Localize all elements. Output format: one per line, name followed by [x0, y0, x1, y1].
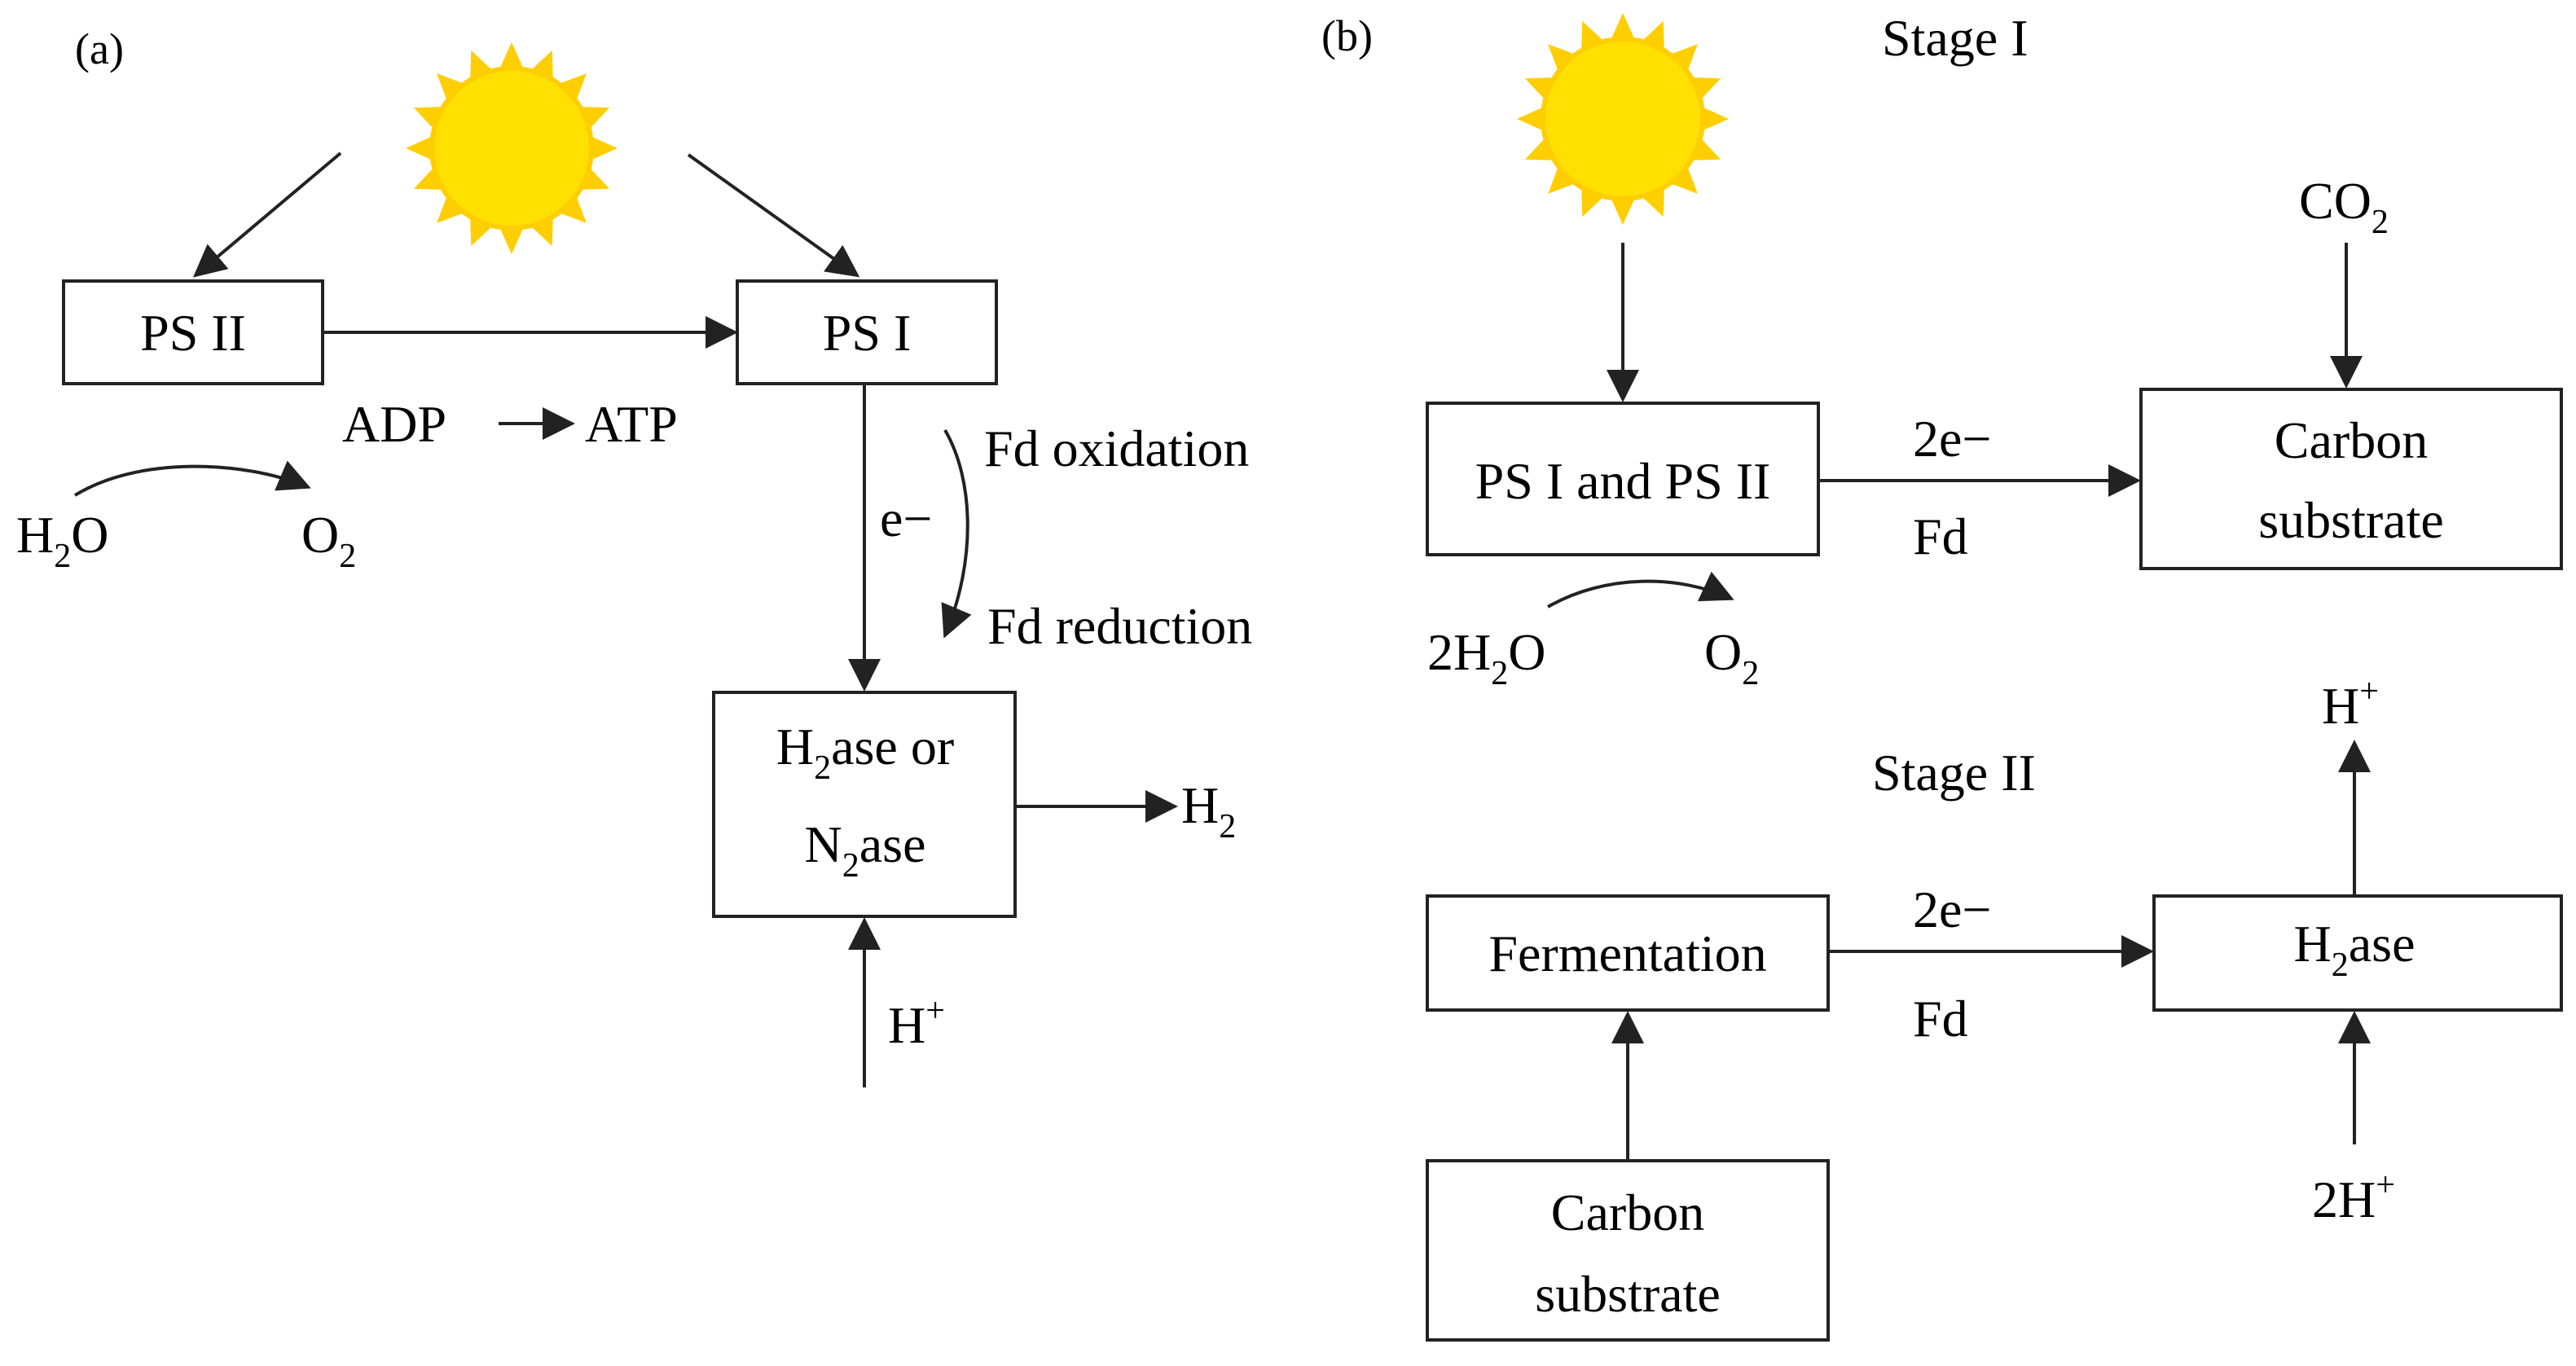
sun-to-ps1-arrow: [687, 153, 860, 278]
sun-ray: [437, 190, 470, 223]
panel-b-label: (b): [1321, 11, 1373, 60]
adp-label: ADP: [342, 395, 446, 453]
carbon-box-2-line1: Carbon: [1551, 1184, 1704, 1241]
ps-label: PS I and PS II: [1475, 452, 1771, 510]
water-to-oxygen-curve: [73, 460, 311, 497]
sun-ray: [437, 73, 470, 107]
sun-ray: [1664, 44, 1698, 77]
proton-top-label: H+: [2322, 673, 2379, 735]
sun-ray: [1664, 160, 1698, 194]
fd-label-1: Fd: [1913, 507, 1968, 565]
co2-label: CO2: [2299, 172, 2389, 241]
sun-icon: [1517, 13, 1729, 225]
electron-label: e−: [880, 490, 933, 547]
enzyme-line2: N2ase: [805, 815, 926, 885]
carbon-box-2-line2: substrate: [1535, 1265, 1721, 1323]
fd-oxidation-label: Fd oxidation: [984, 419, 1249, 477]
enzyme-box: [712, 691, 1017, 918]
atp-label: ATP: [585, 395, 678, 453]
oxygen-label-b: O2: [1704, 623, 1759, 692]
water-label-b: 2H2O: [1427, 623, 1545, 692]
proton-label: H+: [888, 992, 945, 1054]
sun-to-ps2-arrow: [192, 152, 342, 278]
ps2-label: PS II: [140, 304, 246, 362]
panel-a-label: (a): [75, 24, 124, 73]
sun-ray: [1548, 160, 1581, 194]
electrons-label-2: 2e−: [1913, 881, 1992, 938]
oxygen-label: O2: [301, 506, 356, 575]
carbon-box-2: [1426, 1159, 1830, 1342]
ps2-box: [62, 279, 324, 385]
hydrogen-label: H2: [1181, 776, 1236, 846]
fd-redox-curve: [941, 428, 972, 639]
stage2-title: Stage II: [1872, 744, 2036, 802]
enzyme-line1: H2ase or: [776, 718, 954, 787]
ps1-label: PS I: [823, 304, 912, 362]
carbon-box-1-line1: Carbon: [2275, 411, 2428, 469]
electrons-label-1: 2e−: [1913, 410, 1992, 468]
h2ase-label: H2ase: [2294, 915, 2416, 984]
proton-bottom-label: 2H+: [2312, 1166, 2395, 1228]
water-to-oxygen-curve-b: [1547, 571, 1734, 608]
fermentation-label: Fermentation: [1488, 925, 1766, 982]
h2ase-box: [2152, 894, 2563, 1012]
carbon-box-1: [2139, 388, 2563, 570]
carbon-box-1-line2: substrate: [2258, 491, 2444, 549]
sun-ray: [1548, 44, 1581, 77]
panel-a: (a) PS II PS I ADP ATP H2O O2 e− Fd oxid…: [16, 24, 1252, 1087]
sun-ray: [553, 190, 587, 223]
sun-icon: [406, 42, 618, 254]
stage1-title: Stage I: [1882, 9, 2029, 67]
fd-reduction-label: Fd reduction: [987, 597, 1252, 655]
panel-b: (b) Stage I PS I and PS II 2e− Fd CO2 Ca…: [1321, 9, 2563, 1342]
fd-label-2: Fd: [1913, 990, 1968, 1048]
sun-ray: [553, 73, 587, 107]
water-label: H2O: [16, 506, 108, 575]
